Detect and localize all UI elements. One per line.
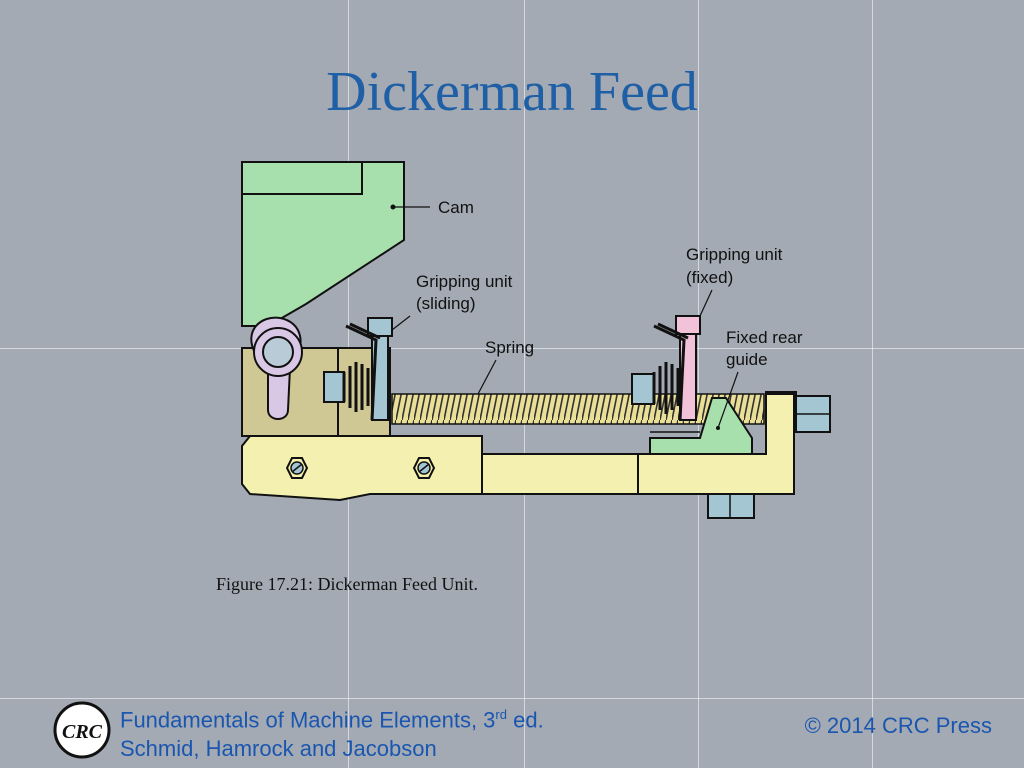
- grid-line: [872, 0, 873, 768]
- base-screw-left: [285, 457, 309, 479]
- eye-hole: [262, 336, 294, 368]
- cam-dot: [390, 204, 396, 210]
- spring-leader: [477, 359, 497, 395]
- cam-notch: [242, 162, 363, 195]
- guide-label-line1: Fixed rear: [726, 328, 803, 347]
- fixed-label-line2: (fixed): [686, 268, 733, 287]
- cam-label: Cam: [438, 198, 474, 217]
- copyright: © 2014 CRC Press: [804, 713, 992, 738]
- fixed-label-line1: Gripping unit: [686, 245, 783, 264]
- grid-line: [0, 348, 1024, 349]
- fixed-bolt-head: [675, 315, 701, 335]
- book-info: Fundamentals of Machine Elements, 3rd ed…: [120, 700, 544, 763]
- book-title: Fundamentals of Machine Elements, 3rd ed…: [120, 707, 544, 733]
- grid-line: [0, 698, 1024, 699]
- fixed-grip-lever: [653, 322, 689, 421]
- cam: [241, 161, 405, 327]
- fixed-leader: [699, 289, 713, 317]
- book-authors: Schmid, Hamrock and Jacobson: [120, 736, 437, 762]
- sliding-label-line1: Gripping unit: [416, 272, 513, 291]
- hex-nut-left: [323, 371, 345, 403]
- sliding-grip-lever: [345, 322, 381, 421]
- crc-logo-text: CRC: [62, 721, 103, 743]
- small-spring-right: [652, 362, 680, 414]
- main-spring: [391, 393, 765, 425]
- sliding-leader: [391, 315, 411, 331]
- slide-title: Dickerman Feed: [326, 61, 698, 123]
- base-middle: [481, 453, 639, 495]
- base-right-bracket: [637, 393, 795, 495]
- base-screw-right: [412, 457, 436, 479]
- grid-line: [524, 0, 525, 768]
- figure-caption: Figure 17.21: Dickerman Feed Unit.: [216, 574, 478, 594]
- small-spring-left: [342, 362, 370, 412]
- base-frame: [241, 435, 483, 502]
- guide-leader: [717, 371, 739, 429]
- spring-label: Spring: [485, 338, 534, 357]
- guide-label-line2: guide: [726, 350, 768, 369]
- crc-logo: CRC: [53, 701, 111, 759]
- hex-nut-right: [631, 373, 655, 405]
- grid-line: [698, 0, 699, 768]
- bottom-nut: [707, 493, 755, 519]
- sliding-label-line2: (sliding): [416, 294, 476, 313]
